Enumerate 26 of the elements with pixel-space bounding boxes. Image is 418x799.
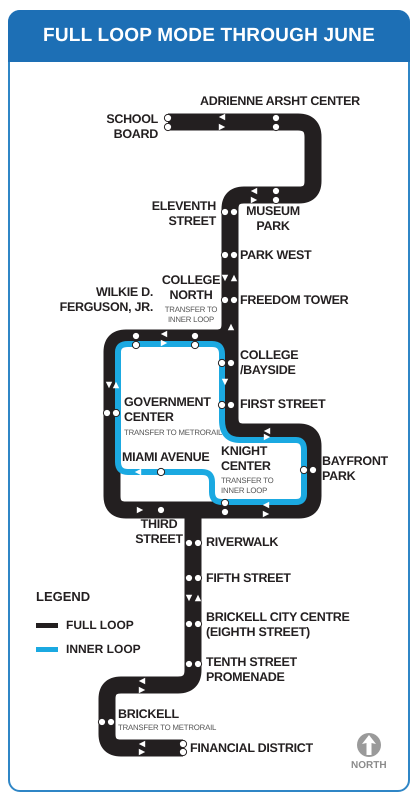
station-name: ADRIENNE ARSHT CENTER xyxy=(200,94,360,109)
station-name: THIRD STREET xyxy=(134,517,184,547)
station-name: WILKIE D. FERGUSON, JR. xyxy=(58,285,153,315)
station-name: MUSEUM PARK xyxy=(245,204,301,234)
station-name: MIAMI AVENUE xyxy=(122,450,210,465)
station-name: BRICKELL xyxy=(118,707,179,722)
station-name: FREEDOM TOWER xyxy=(240,293,348,308)
station-name: KNIGHT CENTER xyxy=(221,444,272,474)
station-name: COLLEGE NORTH xyxy=(160,273,222,303)
station-name: FIFTH STREET xyxy=(206,571,291,586)
legend-label: FULL LOOP xyxy=(66,618,134,632)
station-name: COLLEGE /BAYSIDE xyxy=(240,348,300,378)
station-name: BRICKELL CITY CENTRE (EIGHTH STREET) xyxy=(206,610,351,640)
title-banner: FULL LOOP MODE THROUGH JUNE xyxy=(8,10,410,62)
station-name: PARK WEST xyxy=(240,248,312,263)
station-name: FINANCIAL DISTRICT xyxy=(190,741,313,756)
station-name: ELEVENTH STREET xyxy=(150,199,216,229)
station-name: TENTH STREET PROMENADE xyxy=(206,655,298,685)
station-name: GOVERNMENT CENTER xyxy=(124,395,212,425)
station-name: FIRST STREET xyxy=(240,397,326,412)
station-name: SCHOOL BOARD xyxy=(105,112,158,142)
legend-label: INNER LOOP xyxy=(66,642,141,656)
station-name: RIVERWALK xyxy=(206,535,278,550)
legend-heading: LEGEND xyxy=(36,589,90,604)
compass-label: NORTH xyxy=(351,760,387,771)
station-name: BAYFRONT PARK xyxy=(322,454,389,484)
